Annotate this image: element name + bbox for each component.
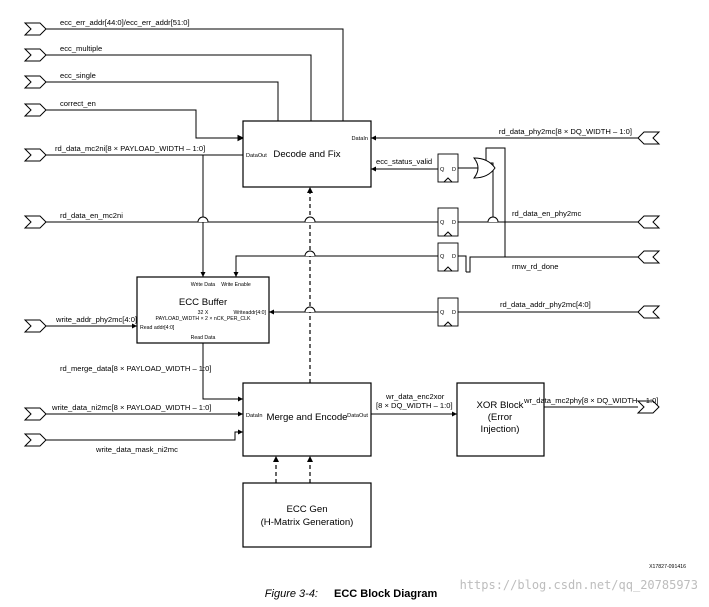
label-rd-data-en-mc2ni: rd_data_en_mc2ni (60, 211, 123, 220)
port-wr-data-mc2phy (636, 400, 660, 414)
ecc-gen-block (242, 482, 372, 548)
xor-block-line1: XOR Block (477, 400, 524, 411)
ecc-buffer-writeaddr-pin: Writeaddr[4:0] (234, 310, 267, 316)
label-ecc-err-addr: ecc_err_addr[44:0]/ecc_err_addr[51:0] (60, 18, 190, 27)
port-ecc-multiple (23, 48, 47, 62)
decode-and-fix-title: Decode and Fix (273, 149, 340, 160)
svg-text:Q: Q (440, 310, 445, 316)
merge-and-encode-block (242, 382, 372, 457)
merge-dataout-pin: DataOut (347, 413, 368, 419)
label-rd-data-addr-phy2mc: rd_data_addr_phy2mc[4:0] (500, 300, 591, 309)
xor-block (456, 382, 545, 457)
label-ecc-multiple: ecc_multiple (60, 44, 102, 53)
label-write-addr-phy2mc: write_addr_phy2mc[4:0] (55, 315, 137, 324)
port-rmw-rd-done (637, 250, 661, 264)
correct-en-wire (46, 109, 243, 139)
port-rd-data-phy2mc (637, 131, 661, 145)
label-rd-data-mc2ni: rd_data_mc2ni[8 × PAYLOAD_WIDTH – 1:0] (55, 144, 205, 153)
ecc-buffer-read-data-pin: Read Data (191, 335, 216, 341)
flip-flop-rmw: Q D (437, 242, 459, 272)
figure-id: X17827-091416 (649, 564, 686, 570)
port-ecc-err-addr (23, 22, 47, 36)
svg-text:D: D (452, 220, 456, 226)
xor-block-line3: Injection) (481, 424, 520, 435)
rd-merge-data-wire (202, 343, 243, 400)
svg-text:D: D (452, 254, 456, 260)
svg-text:D: D (452, 310, 456, 316)
label-write-data-mask-ni2mc: write_data_mask_ni2mc (95, 445, 178, 454)
decode-dataout-pin: DataOut (246, 153, 267, 159)
rmw-rd-done-wire (466, 256, 638, 273)
port-write-data-ni2mc (23, 407, 47, 421)
label-rd-data-phy2mc: rd_data_phy2mc[8 × DQ_WIDTH – 1:0] (499, 127, 632, 136)
port-rd-data-addr-phy2mc (637, 305, 661, 319)
merge-and-encode-title: Merge and Encode (266, 412, 347, 423)
ecc-buffer-block (136, 276, 270, 344)
ecc-buffer-write-data-pin: Write Data (191, 282, 216, 288)
ecc-buffer-depth: 32 X (198, 310, 209, 316)
label-rd-data-en-phy2mc: rd_data_en_phy2mc (512, 209, 581, 218)
port-rd-data-mc2ni (23, 148, 47, 162)
decode-and-fix-block (242, 120, 372, 188)
label-write-data-ni2mc: write_data_ni2mc[8 × PAYLOAD_WIDTH – 1:0… (51, 403, 211, 412)
port-ecc-single (23, 75, 47, 89)
xor-block-line2: (Error (488, 412, 513, 423)
label-ecc-single: ecc_single (60, 71, 96, 80)
label-rd-merge-data: rd_merge_data[8 × PAYLOAD_WIDTH – 1:0] (60, 364, 211, 373)
port-correct-en (23, 103, 47, 117)
label-correct-en: correct_en (60, 99, 96, 108)
svg-text:D: D (452, 167, 456, 173)
ecc-err-addr-wire (46, 28, 344, 121)
svg-text:Q: Q (440, 254, 445, 260)
flip-flop-status: Q D (437, 153, 459, 183)
decode-datain-pin: DataIn (352, 136, 368, 142)
caption-title: ECC Block Diagram (334, 588, 438, 600)
label-wr-data-enc2xor: wr_data_enc2xor (385, 392, 445, 401)
merge-datain-pin: DataIn (246, 413, 262, 419)
flip-flop-rd-data-addr: Q D (437, 297, 459, 327)
ecc-multiple-wire (46, 54, 312, 121)
ecc-gen-line1: ECC Gen (286, 504, 327, 515)
svg-text:Q: Q (440, 167, 445, 173)
label-wr-data-mc2phy: wr_data_mc2phy[8 × DQ_WIDTH – 1:0] (523, 396, 658, 405)
port-write-addr-phy2mc (23, 319, 47, 333)
label-rmw-rd-done: rmw_rd_done (512, 262, 558, 271)
ecc-buffer-title: ECC Buffer (179, 297, 228, 308)
port-rd-data-en-phy2mc (637, 215, 661, 229)
watermark: https://blog.csdn.net/qq_20785973 (460, 578, 698, 592)
write-data-mask-wire (46, 431, 243, 441)
flip-flop-rd-data-en: Q D (437, 207, 459, 237)
ecc-gen-line2: (H-Matrix Generation) (261, 517, 354, 528)
port-write-data-mask-ni2mc (23, 433, 47, 447)
port-rd-data-en-mc2ni (23, 215, 47, 229)
ecc-buffer-read-addr-pin: Read addr[4:0] (140, 325, 175, 331)
ecc-buffer-width: PAYLOAD_WIDTH × 2 × nCK_PER_CLK (156, 316, 251, 322)
ecc-buffer-write-enable-pin: Write Enable (221, 282, 251, 288)
caption-number: Figure 3-4: (265, 588, 318, 600)
write-enable-wire (235, 255, 438, 277)
svg-text:Q: Q (440, 220, 445, 226)
label-ecc-status-valid: ecc_status_valid (376, 157, 432, 166)
label-wr-data-enc2xor-width: [8 × DQ_WIDTH – 1:0] (376, 401, 453, 410)
or-gate (472, 157, 496, 179)
ecc-single-wire (46, 81, 279, 121)
